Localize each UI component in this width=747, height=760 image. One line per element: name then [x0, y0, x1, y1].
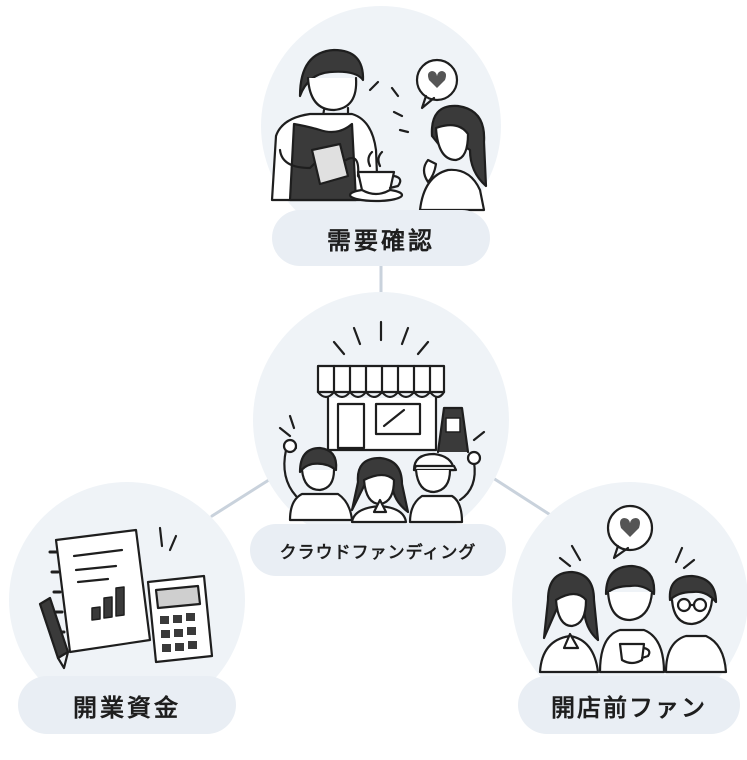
coffee-cup-icon — [348, 150, 404, 203]
signboard-icon — [436, 406, 470, 454]
center-illustration — [278, 320, 486, 524]
node-label-crowdfunding: クラウドファンディング — [250, 524, 506, 576]
heart-speech-icon — [606, 504, 654, 560]
top-illustration — [270, 48, 488, 212]
crowd-icon — [282, 438, 482, 524]
left-illustration — [38, 526, 214, 670]
kettle-icon — [310, 142, 366, 186]
node-label-startup-funds: 開業資金 — [18, 676, 236, 734]
sparkle-icon — [558, 544, 696, 570]
sparkle-icon — [278, 320, 486, 442]
node-label-pre-opening-fans: 開店前ファン — [518, 676, 740, 734]
sparkle-icon — [158, 526, 178, 552]
connector-left — [210, 476, 274, 518]
customer-icon — [418, 104, 488, 212]
fans-group-icon — [538, 564, 728, 674]
sparkle-icon — [368, 80, 410, 134]
storefront-icon — [316, 364, 446, 452]
calculator-icon — [146, 574, 214, 664]
connector-right — [491, 476, 554, 518]
notebook-chart-icon — [48, 528, 152, 654]
pen-icon — [38, 596, 70, 670]
node-label-demand-check: 需要確認 — [272, 210, 490, 266]
right-illustration — [538, 504, 728, 674]
heart-speech-icon — [415, 58, 459, 110]
